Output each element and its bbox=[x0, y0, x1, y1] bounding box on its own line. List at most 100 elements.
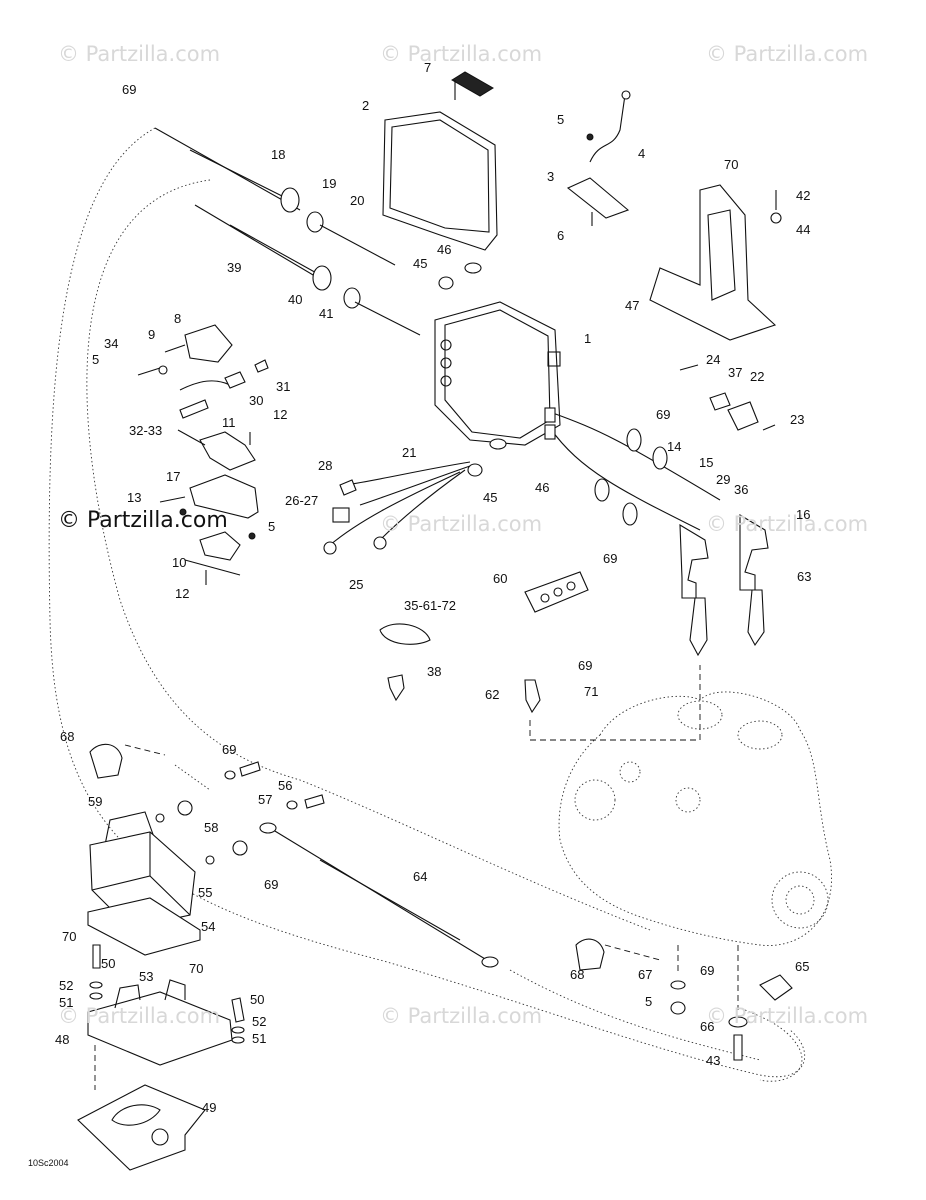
callout: 4 bbox=[638, 146, 646, 161]
part-48-battery-tray bbox=[87, 991, 233, 1066]
part-8-solenoid bbox=[184, 324, 233, 363]
watermark: © Partzilla.com bbox=[380, 512, 543, 536]
callout: 47 bbox=[625, 298, 640, 313]
watermark: © Partzilla.com bbox=[706, 512, 869, 536]
part-54-battery-pad bbox=[87, 897, 201, 956]
part-68-terminal-cap bbox=[89, 743, 123, 779]
callout: 45 bbox=[483, 490, 498, 505]
callout: 55 bbox=[198, 885, 213, 900]
watermark: © Partzilla.com bbox=[380, 42, 543, 66]
callout: 70 bbox=[724, 157, 739, 172]
callout: 60 bbox=[493, 571, 508, 586]
callout: 69 bbox=[264, 877, 279, 892]
watermark: © Partzilla.com bbox=[58, 1004, 221, 1028]
watermark-main: © Partzilla.com bbox=[58, 508, 228, 533]
part-17-bracket bbox=[189, 474, 259, 519]
callout: 40 bbox=[288, 292, 303, 307]
callout: 5 bbox=[557, 112, 565, 127]
callout: 7 bbox=[424, 60, 432, 75]
part-10-coil bbox=[199, 531, 241, 561]
callout: 8 bbox=[174, 311, 182, 326]
callout: 43 bbox=[706, 1053, 721, 1068]
callout: 50 bbox=[101, 956, 116, 971]
callout: 42 bbox=[796, 188, 811, 203]
callout: 29 bbox=[716, 472, 731, 487]
part-64-battery-cable bbox=[264, 824, 496, 966]
callout: 46 bbox=[535, 480, 550, 495]
callout: 21 bbox=[402, 445, 417, 460]
callout: 59 bbox=[88, 794, 103, 809]
callout: 68 bbox=[570, 967, 585, 982]
callout: 14 bbox=[667, 439, 682, 454]
callout: 5 bbox=[92, 352, 100, 367]
callout: 35-61-72 bbox=[404, 598, 457, 613]
callout: 70 bbox=[62, 929, 77, 944]
callout: 24 bbox=[706, 352, 721, 367]
callout: 18 bbox=[271, 147, 286, 162]
callout: 25 bbox=[349, 577, 364, 592]
callout: 3 bbox=[547, 169, 555, 184]
callout: 12 bbox=[175, 586, 190, 601]
callout: 48 bbox=[55, 1032, 70, 1047]
callout: 34 bbox=[104, 336, 119, 351]
callout: 53 bbox=[139, 969, 154, 984]
callout: 56 bbox=[278, 778, 293, 793]
part-63-spark-plug bbox=[689, 597, 708, 657]
callout: 64 bbox=[413, 869, 428, 884]
part-36-spark-plug-cap bbox=[679, 524, 709, 599]
callout: 12 bbox=[273, 407, 288, 422]
callout: 23 bbox=[790, 412, 805, 427]
watermark: © Partzilla.com bbox=[380, 1004, 543, 1028]
callout: 49 bbox=[202, 1100, 217, 1115]
part-56-bolt bbox=[239, 761, 261, 777]
callout: 2 bbox=[362, 98, 370, 113]
part-68-terminal-cap-2 bbox=[575, 938, 605, 971]
part-47-mounting-bracket bbox=[649, 184, 777, 341]
part-65-terminal-cover bbox=[759, 974, 793, 1001]
callout: 66 bbox=[700, 1019, 715, 1034]
callout: 22 bbox=[750, 369, 765, 384]
part-35-61-72-cable-tie bbox=[379, 623, 431, 645]
callout: 69 bbox=[122, 82, 137, 97]
callout: 50 bbox=[250, 992, 265, 1007]
callout: 51 bbox=[252, 1031, 267, 1046]
callout: 41 bbox=[319, 306, 334, 321]
callout: 69 bbox=[578, 658, 593, 673]
part-2-cover bbox=[382, 111, 498, 251]
part-30-harness bbox=[179, 380, 231, 391]
part-15-spark-plug-wire bbox=[549, 427, 701, 531]
part-3-bracket bbox=[566, 177, 630, 219]
part-16-spark-plug-cap bbox=[739, 514, 769, 591]
callout: 63 bbox=[797, 569, 812, 584]
callout: 67 bbox=[638, 967, 653, 982]
callout: 70 bbox=[189, 961, 204, 976]
callout: 69 bbox=[603, 551, 618, 566]
callout: 1 bbox=[584, 331, 592, 346]
callout: 69 bbox=[222, 742, 237, 757]
callout: 30 bbox=[249, 393, 264, 408]
part-7-clip bbox=[451, 71, 494, 97]
callout: 28 bbox=[318, 458, 333, 473]
callout: 17 bbox=[166, 469, 181, 484]
callout: 15 bbox=[699, 455, 714, 470]
callout: 62 bbox=[485, 687, 500, 702]
part-14-spark-plug-wire bbox=[549, 411, 721, 501]
part-1-electrical-box bbox=[434, 301, 561, 446]
drawing-code: 10Sc2004 bbox=[28, 1158, 69, 1168]
engine-outline bbox=[558, 691, 832, 946]
callout: 71 bbox=[584, 684, 599, 699]
callout: 31 bbox=[276, 379, 291, 394]
callout: 20 bbox=[350, 193, 365, 208]
callout: 36 bbox=[734, 482, 749, 497]
callout: 37 bbox=[728, 365, 743, 380]
part-22-connector bbox=[727, 401, 759, 431]
callout: 10 bbox=[172, 555, 187, 570]
callout: 51 bbox=[59, 995, 74, 1010]
callout: 57 bbox=[258, 792, 273, 807]
callout: 38 bbox=[427, 664, 442, 679]
callout: 68 bbox=[60, 729, 75, 744]
callout: 11 bbox=[222, 415, 236, 430]
part-39-cable bbox=[194, 204, 331, 286]
cable-route-line-2 bbox=[86, 179, 651, 931]
